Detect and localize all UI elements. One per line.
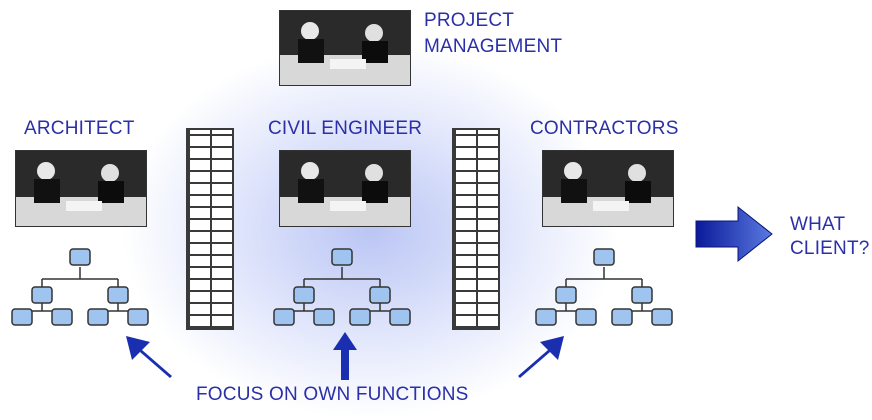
diagonal-up-right-arrow-icon — [518, 336, 564, 378]
architect-photo — [15, 150, 147, 227]
up-arrow-icon — [333, 332, 357, 380]
contractors-org-chart — [535, 248, 673, 326]
architect-org-chart — [11, 248, 149, 326]
contractors-photo — [542, 150, 674, 227]
what-client-label-line1: WHAT — [790, 214, 846, 235]
civil-engineer-org-chart — [273, 248, 411, 326]
contractors-label: CONTRACTORS — [530, 118, 679, 139]
project-management-label-line1: PROJECT — [424, 10, 515, 31]
civil-engineer-photo — [279, 150, 411, 227]
architect-label: ARCHITECT — [24, 118, 135, 139]
what-client-label-line2: CLIENT? — [790, 238, 870, 259]
diagonal-up-left-arrow-icon — [126, 336, 172, 378]
brick-wall-right — [452, 128, 500, 330]
brick-wall-left — [186, 128, 234, 330]
project-management-label-line2: MANAGEMENT — [424, 36, 563, 57]
focus-label: FOCUS ON OWN FUNCTIONS — [196, 384, 469, 405]
project-management-photo — [279, 10, 411, 86]
civil-engineer-label: CIVIL ENGINEER — [268, 118, 423, 139]
diagram-canvas: PROJECT MANAGEMENT ARCHITECT CIVIL ENGIN… — [11, 10, 870, 420]
right-arrow-icon — [695, 205, 773, 263]
